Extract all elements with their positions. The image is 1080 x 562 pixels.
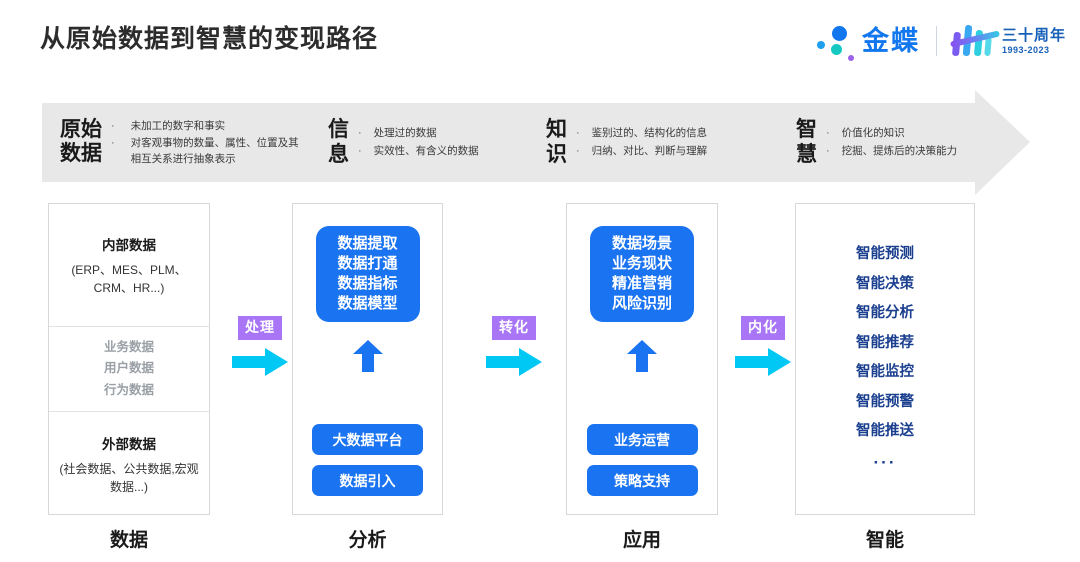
connector-processing: 处理 <box>224 316 296 382</box>
banner-stage-title: 知 识 <box>546 118 567 166</box>
connector-label: 内化 <box>741 316 785 340</box>
up-arrow-icon <box>352 340 383 377</box>
banner-bullet: · 处理过的数据 <box>358 125 479 142</box>
banner-bullet: · 挖掘、提炼后的决策能力 <box>826 143 957 160</box>
list-item: 行为数据 <box>103 382 154 397</box>
footer-label-analysis: 分析 <box>348 530 387 551</box>
banner-stage-list: 原始 数据 · 未加工的数字和事实 · 对客观事物的数量、属性、位置及其相互关系… <box>42 90 1030 195</box>
banner-bullet: · 归纳、对比、判断与理解 <box>576 143 707 160</box>
anniversary-badge: 三十周年 1993-2023 <box>949 23 1066 59</box>
logo-dot-teal <box>830 44 842 55</box>
pill-strategy-support: 策略支持 <box>586 465 698 496</box>
bullet-dot-icon: · <box>576 127 580 140</box>
up-arrow-icon <box>627 340 657 377</box>
right-arrow-icon <box>735 347 791 382</box>
list-item: 智能推送 <box>856 423 914 440</box>
analysis-foundation-group: 大数据平台 数据引入 <box>293 424 442 496</box>
application-stack: 数据场景 业务现状 精准营销 风险识别 业务运营 策略支持 <box>567 204 717 514</box>
analysis-stack: 数据提取 数据打通 数据指标 数据模型 大数据平台 数据引入 <box>293 204 442 514</box>
banner-stage-title: 原始 数据 <box>60 118 102 166</box>
anniversary-text-group: 三十周年 1993-2023 <box>1002 28 1066 55</box>
list-item: 业务数据 <box>103 339 154 354</box>
banner-stage-wisdom: 智 慧 · 价值化的知识 · 挖掘、提炼后的决策能力 <box>796 118 1006 167</box>
banner-stage-knowledge: 知 识 · 鉴别过的、结构化的信息 · 归纳、对比、判断与理解 <box>546 118 796 167</box>
anniversary-years: 1993-2023 <box>1001 44 1050 55</box>
bullet-dot-icon: · <box>358 127 362 140</box>
right-arrow-icon <box>232 347 288 382</box>
bullet-dot-icon: · <box>826 127 830 140</box>
banner-bullet: · 对客观事物的数量、属性、位置及其相互关系进行抽象表示 <box>111 136 299 166</box>
banner-bullet-list: · 价值化的知识 · 挖掘、提炼后的决策能力 <box>826 125 957 159</box>
intelligence-capability-list: 智能预测 智能决策 智能分析 智能推荐 智能监控 智能预警 智能推送 ··· <box>796 204 974 514</box>
pill-business-operations: 业务运营 <box>586 424 698 455</box>
banner-bullet: · 未加工的数字和事实 <box>111 118 301 135</box>
list-item: 智能推荐 <box>856 334 914 351</box>
list-item-ellipsis: ··· <box>873 452 897 472</box>
connector-internalization: 内化 <box>727 316 799 382</box>
card-application: 数据场景 业务现状 精准营销 风险识别 业务运营 策略支持 <box>566 203 718 515</box>
banner-stage-title: 智 慧 <box>796 118 817 166</box>
card-section-data-types: 业务数据 用户数据 行为数据 <box>49 326 209 412</box>
banner-arrow-shape <box>42 90 1030 195</box>
analysis-capability-box: 数据提取 数据打通 数据指标 数据模型 <box>315 226 420 322</box>
footer-label-intelligence: 智能 <box>865 530 904 551</box>
connector-label: 处理 <box>238 316 282 340</box>
banner-stage-raw-data: 原始 数据 · 未加工的数字和事实 · 对客观事物的数量、属性、位置及其相互关系… <box>60 118 328 168</box>
anniversary-label: 三十周年 <box>1001 26 1066 44</box>
footer-label-application: 应用 <box>622 530 661 551</box>
card-section-external-data: 外部数据 (社会数据、公共数据,宏观数据...) <box>59 436 199 494</box>
card-analysis: 数据提取 数据打通 数据指标 数据模型 大数据平台 数据引入 <box>292 203 443 515</box>
list-item: 智能预测 <box>856 246 914 263</box>
logo-dot-small-blue <box>816 41 825 49</box>
pill-data-ingestion: 数据引入 <box>312 465 423 496</box>
brand-logo: 金蝶 三十周年 1993-2023 <box>812 20 1066 62</box>
card-data: 内部数据 (ERP、MES、PLM、CRM、HR...) 业务数据 用户数据 行… <box>48 203 210 515</box>
maturity-arrow-banner: 原始 数据 · 未加工的数字和事实 · 对客观事物的数量、属性、位置及其相互关系… <box>42 90 1030 195</box>
list-item: 用户数据 <box>103 361 154 376</box>
list-item: 智能分析 <box>856 305 914 322</box>
bullet-dot-icon: · <box>111 119 115 132</box>
page-title: 从原始数据到智慧的变现路径 <box>40 25 379 53</box>
logo-dot-purple <box>847 55 854 61</box>
banner-stage-title: 信 息 <box>328 118 349 166</box>
application-scenario-box: 数据场景 业务现状 精准营销 风险识别 <box>590 226 694 322</box>
right-arrow-icon <box>486 347 542 382</box>
anniversary-mark-icon <box>949 23 1001 59</box>
bullet-dot-icon: · <box>826 144 830 157</box>
connector-transformation: 转化 <box>478 316 550 382</box>
brand-divider <box>935 26 937 56</box>
banner-stage-information: 信 息 · 处理过的数据 · 实效性、有含义的数据 <box>328 118 546 167</box>
banner-bullet: · 价值化的知识 <box>826 125 957 142</box>
card-section-internal-data: 内部数据 (ERP、MES、PLM、CRM、HR...) <box>71 237 187 295</box>
application-foundation-group: 业务运营 策略支持 <box>567 424 717 496</box>
banner-bullet: · 实效性、有含义的数据 <box>358 143 479 160</box>
card-intelligence: 智能预测 智能决策 智能分析 智能推荐 智能监控 智能预警 智能推送 ··· <box>795 203 975 515</box>
list-item: 智能监控 <box>856 364 914 381</box>
list-item: 智能预警 <box>856 393 914 410</box>
bullet-dot-icon: · <box>111 136 115 149</box>
footer-label-data: 数据 <box>109 530 148 551</box>
banner-bullet-list: · 未加工的数字和事实 · 对客观事物的数量、属性、位置及其相互关系进行抽象表示 <box>111 118 301 168</box>
bullet-dot-icon: · <box>358 144 362 157</box>
list-item: 智能决策 <box>856 275 914 292</box>
pill-big-data-platform: 大数据平台 <box>312 424 423 455</box>
kingdee-dots-icon <box>812 21 858 61</box>
logo-dot-large-blue <box>831 26 847 41</box>
banner-bullet-list: · 处理过的数据 · 实效性、有含义的数据 <box>358 125 479 159</box>
banner-bullet-list: · 鉴别过的、结构化的信息 · 归纳、对比、判断与理解 <box>576 125 707 159</box>
connector-label: 转化 <box>492 316 536 340</box>
bullet-dot-icon: · <box>576 144 580 157</box>
banner-bullet: · 鉴别过的、结构化的信息 <box>576 125 707 142</box>
brand-name: 金蝶 <box>861 25 920 57</box>
